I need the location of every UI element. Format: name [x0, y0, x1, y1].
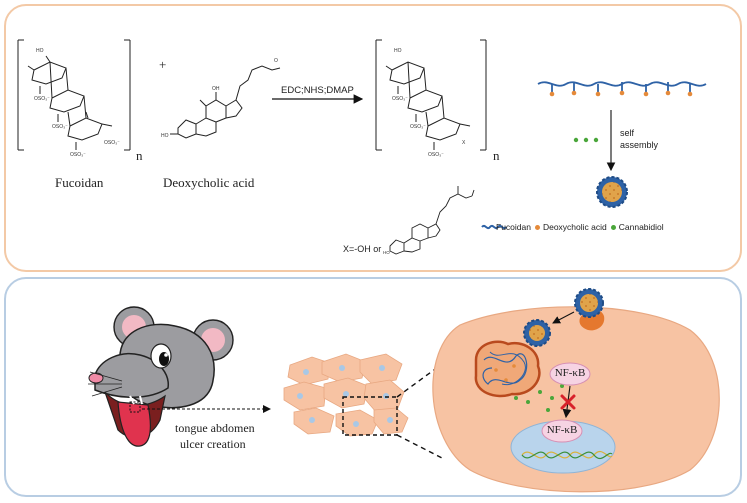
svg-text:OSO₃⁻: OSO₃⁻ — [70, 152, 86, 158]
caption-line-2: ulcer creation — [180, 437, 246, 451]
self-assembly-label-2: assembly — [620, 140, 659, 150]
svg-text:HO: HO — [36, 48, 44, 54]
svg-text:O: O — [274, 58, 278, 64]
internalization-arrow — [552, 311, 575, 324]
cannabidiol-dots — [573, 137, 599, 143]
product-structure — [375, 39, 487, 151]
repeat-n-right: n — [493, 148, 500, 163]
x-group-label: X=-OH or — [343, 244, 382, 254]
repeat-n-left: n — [136, 148, 143, 163]
synthesis-panel — [4, 4, 742, 272]
nfkb-nucleus-label: NF-κB — [546, 424, 578, 436]
svg-text:HO: HO — [383, 250, 390, 255]
dna-helix — [521, 450, 613, 460]
svg-text:HO: HO — [161, 133, 169, 139]
plus-sign: + — [159, 57, 167, 72]
legend-fucoidan: Fucoidan — [496, 222, 531, 232]
fucoidan-structure — [17, 39, 131, 151]
inhibition-mark — [560, 394, 576, 410]
nanoparticle-bound — [574, 288, 604, 318]
svg-text:OSO₃⁻: OSO₃⁻ — [392, 96, 408, 102]
self-assembly-label-1: self — [620, 128, 635, 138]
endosome — [474, 340, 541, 398]
svg-text:OH: OH — [212, 86, 220, 92]
caption-line-1: tongue abdomen — [175, 421, 255, 435]
svg-text:OSO₃⁻: OSO₃⁻ — [34, 96, 50, 102]
svg-text:HO: HO — [394, 48, 402, 54]
deoxycholic-acid-label: Deoxycholic acid — [163, 175, 255, 190]
reagents-label: EDC;NHS;DMAP — [281, 85, 354, 96]
nanoparticle-top — [596, 176, 628, 208]
svg-text:OSO₃⁻: OSO₃⁻ — [410, 124, 426, 130]
svg-text:X: X — [462, 140, 466, 146]
ulcer-site-box — [129, 401, 141, 413]
legend: Fucoidan Deoxycholic acid Cannabidiol — [496, 222, 664, 232]
legend-fucoidan-swatch — [481, 224, 507, 230]
legend-cannabidiol: Cannabidiol — [618, 222, 664, 232]
deoxycholic-acid-structure — [170, 65, 281, 139]
polymer-chain — [537, 81, 707, 92]
zoom-line-bottom — [396, 434, 443, 459]
svg-text:OSO₃⁻: OSO₃⁻ — [52, 124, 68, 130]
tissue-nuclei — [297, 365, 393, 427]
zoom-box — [342, 396, 398, 436]
legend-deoxycholic: Deoxycholic acid — [542, 222, 607, 232]
x-substituent-structure — [389, 186, 475, 255]
released-cannabidiol — [514, 384, 564, 412]
tissue-cells — [283, 353, 409, 437]
nanoparticle-internal — [523, 319, 551, 347]
legend-cannabidiol-dot — [610, 224, 616, 230]
svg-text:OSO₃⁻: OSO₃⁻ — [428, 152, 444, 158]
legend-deoxycholic-dot — [534, 224, 540, 230]
nfkb-nucleus-shape — [541, 419, 583, 443]
svg-text:OSO₃⁻: OSO₃⁻ — [104, 140, 120, 146]
fucoidan-label: Fucoidan — [55, 175, 104, 190]
nfkb-cytoplasm-shape — [549, 362, 591, 386]
mechanism-panel — [4, 277, 742, 497]
nfkb-cytoplasm-label: NF-κB — [554, 367, 586, 379]
mouse-illustration — [88, 306, 234, 447]
chain-deoxycholic-dots — [549, 90, 693, 97]
